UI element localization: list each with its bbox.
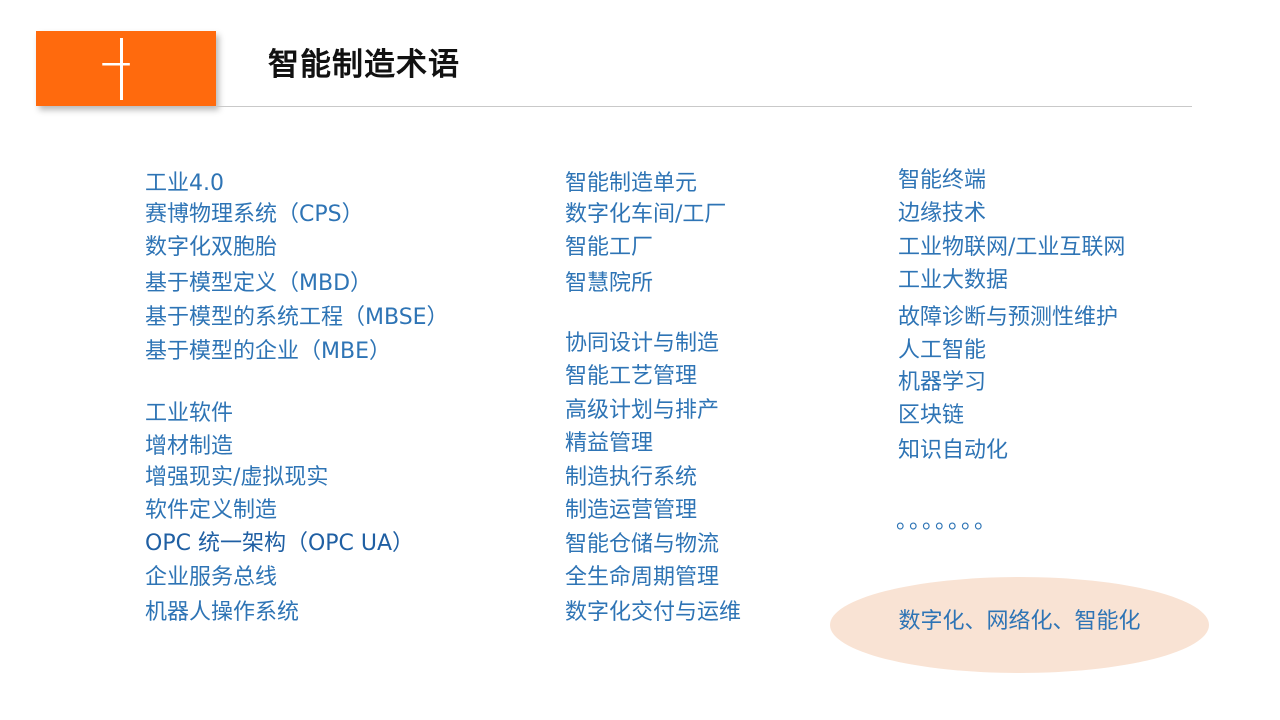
term-col3-6: 人工智能 (898, 338, 987, 363)
term-col2-5: 协同设计与制造 (565, 331, 720, 356)
term-col3-7: 机器学习 (898, 370, 987, 395)
term-col2-1: 智能制造单元 (565, 171, 698, 196)
term-col1-13: 机器人操作系统 (145, 600, 300, 625)
term-col1-7: 工业软件 (145, 401, 234, 426)
term-col1-11: OPC 统一架构（OPC UA） (145, 531, 415, 556)
term-col3-5: 故障诊断与预测性维护 (898, 305, 1119, 330)
header-divider (216, 106, 1192, 107)
term-col2-6: 智能工艺管理 (565, 364, 698, 389)
term-col1-8: 增材制造 (145, 434, 234, 459)
page-title: 智能制造术语 (268, 47, 460, 83)
term-col3-3: 工业物联网/工业互联网 (898, 235, 1126, 260)
term-col2-2: 数字化车间/工厂 (565, 202, 727, 227)
term-col1-5: 基于模型的系统工程（MBSE） (145, 305, 449, 330)
term-col1-2: 赛博物理系统（CPS） (145, 202, 364, 227)
term-col2-4: 智慧院所 (565, 271, 654, 296)
term-col2-11: 智能仓储与物流 (565, 532, 720, 557)
term-col2-3: 智能工厂 (565, 235, 654, 260)
section-badge: 一 (36, 31, 216, 106)
term-col2-12: 全生命周期管理 (565, 565, 720, 590)
term-col3-1: 智能终端 (898, 168, 987, 193)
section-number: 一 (101, 49, 131, 84)
term-col1-6: 基于模型的企业（MBE） (145, 339, 391, 364)
term-col1-4: 基于模型定义（MBD） (145, 271, 373, 296)
term-col1-12: 企业服务总线 (145, 565, 278, 590)
term-col3-8: 区块链 (898, 403, 965, 428)
term-col3-2: 边缘技术 (898, 201, 987, 226)
term-col2-13: 数字化交付与运维 (565, 600, 742, 625)
term-col1-10: 软件定义制造 (145, 498, 278, 523)
summary-ellipse: 数字化、网络化、智能化 (830, 577, 1209, 673)
term-col2-7: 高级计划与排产 (565, 398, 720, 423)
badge-divider (120, 38, 123, 100)
term-col1-1: 工业4.0 (145, 171, 224, 196)
term-col2-9: 制造执行系统 (565, 465, 698, 490)
term-col2-8: 精益管理 (565, 431, 654, 456)
term-col3-4: 工业大数据 (898, 268, 1009, 293)
term-col2-10: 制造运营管理 (565, 498, 698, 523)
term-col1-9: 增强现实/虚拟现实 (145, 465, 329, 490)
term-col1-3: 数字化双胞胎 (145, 235, 278, 260)
ellipsis-marks: 。。。。。。。 (896, 509, 999, 534)
term-col3-9: 知识自动化 (898, 438, 1009, 463)
summary-text: 数字化、网络化、智能化 (898, 609, 1141, 634)
